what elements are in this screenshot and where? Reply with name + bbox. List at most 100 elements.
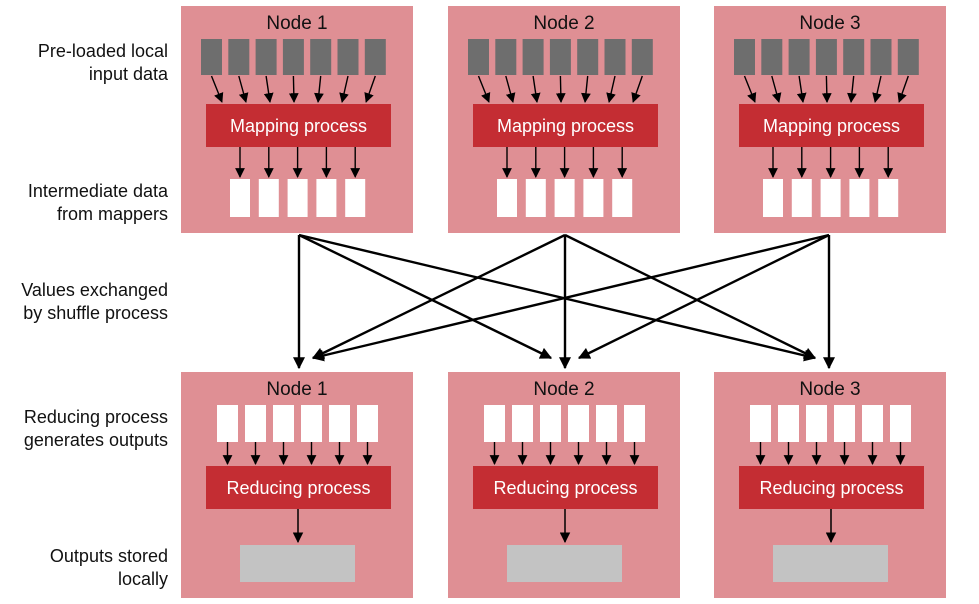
input-data-block: [788, 39, 810, 75]
reducer-input-block: [890, 405, 911, 442]
input-arrow: [477, 75, 491, 103]
intermediate-blocks: [230, 179, 366, 217]
input-data-block: [495, 39, 517, 75]
reducer-input-block: [568, 405, 589, 442]
label-intermediate-line1: Intermediate data: [28, 181, 169, 201]
reducer-input-blocks: [217, 405, 378, 442]
reducer-input-block: [778, 405, 799, 442]
input-blocks: [734, 39, 919, 75]
reducer-input-block: [329, 405, 350, 442]
shuffle-arrow: [298, 233, 553, 360]
input-arrow: [631, 75, 643, 103]
input-data-block: [761, 39, 783, 75]
label-reduce-line2: generates outputs: [24, 430, 168, 450]
input-blocks: [201, 39, 386, 75]
reducer-input-block: [750, 405, 771, 442]
reducer-input-blocks: [750, 405, 911, 442]
intermediate-data-block: [258, 179, 279, 217]
reducing-process-box: [206, 466, 391, 509]
label-reduce-line1: Reducing process: [24, 407, 168, 427]
reducer-input-block: [301, 405, 322, 442]
input-data-block: [815, 39, 837, 75]
row-labels: Pre-loaded local input data Intermediate…: [21, 41, 169, 589]
mapping-process-label: Mapping process: [763, 116, 900, 136]
input-blocks: [468, 39, 653, 75]
mapping-process-box: [206, 104, 391, 147]
reducer-input-arrows: [222, 442, 373, 465]
input-arrows: [477, 75, 643, 103]
intermediate-data-block: [230, 179, 250, 217]
intermediate-data-block: [849, 179, 870, 217]
output-arrows: [235, 147, 361, 178]
reducer-input-block: [540, 405, 561, 442]
reducing-process-label: Reducing process: [759, 478, 903, 498]
node-title: Node 1: [266, 13, 327, 34]
input-arrow: [743, 75, 757, 103]
node-title: Node 2: [533, 379, 594, 400]
reducer-input-block: [217, 405, 238, 442]
input-data-block: [604, 39, 626, 75]
input-arrow: [339, 75, 349, 103]
input-arrow: [796, 75, 807, 103]
reducing-process-label: Reducing process: [226, 478, 370, 498]
reducing-process-box: [473, 466, 658, 509]
input-arrow: [288, 75, 299, 103]
reducer-input-arrows: [755, 442, 906, 465]
reduce-node-1: Node 1 Reducing process: [181, 372, 413, 598]
label-output-line2: locally: [118, 569, 168, 589]
input-data-block: [577, 39, 599, 75]
input-arrow: [606, 75, 616, 103]
reducer-input-block: [596, 405, 617, 442]
reduce-node-3: Node 3 Reducing process: [714, 372, 946, 598]
shuffle-arrows: [293, 233, 835, 370]
intermediate-data-block: [763, 179, 783, 217]
input-data-block: [228, 39, 250, 75]
output-arrows: [768, 147, 894, 178]
reducer-input-block: [862, 405, 883, 442]
reducer-input-block: [484, 405, 505, 442]
label-input-line1: Pre-loaded local: [38, 41, 168, 61]
label-shuffle-line1: Values exchanged: [21, 280, 168, 300]
input-data-block: [631, 39, 653, 75]
input-arrow: [364, 75, 376, 103]
reducing-process-label: Reducing process: [493, 478, 637, 498]
input-arrow: [263, 75, 274, 103]
input-data-block: [201, 39, 222, 75]
input-data-block: [897, 39, 919, 75]
input-data-block: [364, 39, 386, 75]
mapping-process-label: Mapping process: [230, 116, 367, 136]
input-data-block: [870, 39, 892, 75]
intermediate-data-block: [497, 179, 517, 217]
input-data-block: [337, 39, 359, 75]
node-title: Node 3: [799, 379, 860, 400]
output-arrows: [502, 147, 628, 178]
output-block: [507, 545, 622, 582]
label-output-line1: Outputs stored: [50, 546, 168, 566]
shuffle-arrow: [564, 233, 817, 360]
shuffle-arrow: [311, 233, 566, 360]
shuffle-arrow: [298, 233, 817, 362]
reducer-input-block: [834, 405, 855, 442]
input-data-block: [522, 39, 544, 75]
node-title: Node 2: [533, 13, 594, 34]
input-data-block: [549, 39, 571, 75]
input-arrow: [314, 75, 324, 103]
output-block: [773, 545, 888, 582]
intermediate-blocks: [497, 179, 633, 217]
intermediate-data-block: [345, 179, 366, 217]
input-arrow: [530, 75, 541, 103]
intermediate-blocks: [763, 179, 899, 217]
reduce-node-2: Node 2 Reducing process: [448, 372, 680, 598]
input-arrow: [847, 75, 857, 103]
input-data-block: [843, 39, 865, 75]
shuffle-arrow: [577, 233, 830, 360]
input-arrow: [238, 75, 249, 103]
map-node-3: Node 3 Mapping process: [714, 6, 946, 233]
reducer-input-arrows: [489, 442, 640, 465]
input-data-block: [282, 39, 304, 75]
intermediate-data-block: [820, 179, 841, 217]
input-arrow: [821, 75, 832, 103]
input-data-block: [255, 39, 277, 75]
reducer-input-block: [512, 405, 533, 442]
reducer-input-block: [357, 405, 378, 442]
